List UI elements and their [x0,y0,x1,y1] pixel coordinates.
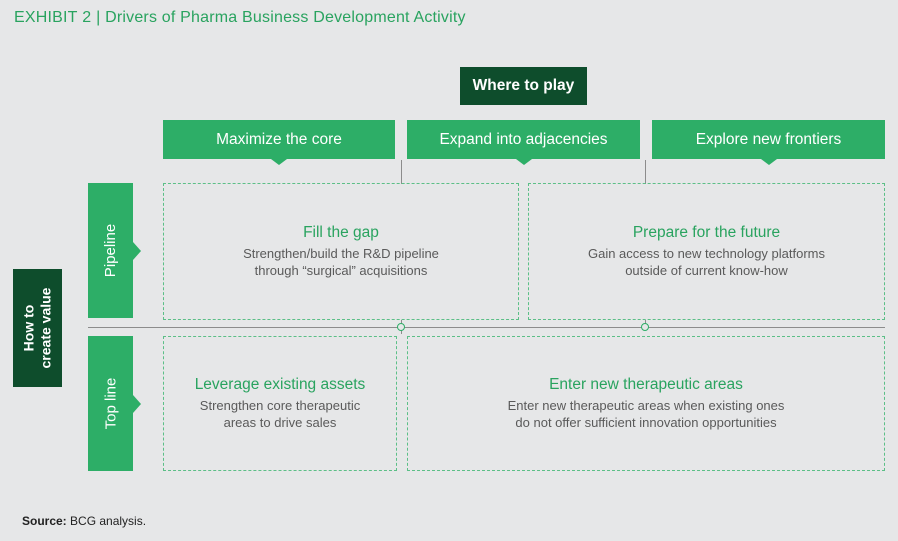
row-header-top-line: Top line [88,336,141,471]
cell-desc-line: Enter new therapeutic areas when existin… [507,398,785,413]
cell-desc-line: through “surgical” acquisitions [254,263,428,278]
column-header-explore-frontiers: Explore new frontiers [652,120,885,165]
exhibit-title: EXHIBIT 2 | Drivers of Pharma Business D… [14,9,466,27]
row-arrow [133,241,141,260]
row-header-label: Pipeline [102,223,119,278]
exhibit-label: XHIBIT [24,9,78,26]
cell-desc-line: outside of current know-how [625,263,788,278]
cell-description: Strengthen core therapeutic areas to dri… [200,397,360,431]
cell-title: Enter new therapeutic areas [549,376,743,393]
exhibit-number: 2 [82,9,92,26]
row-header-pipeline: Pipeline [88,183,141,318]
row-header-label: Top line [102,377,120,430]
column-arrow [515,159,532,165]
column-header-label: Expand into adjacencies [439,130,608,148]
column-arrow [271,159,287,165]
source-label: Source: [22,514,67,528]
how-to-line1: How to [20,304,37,352]
cell-prepare-for-future: Prepare for the future Gain access to ne… [528,183,885,320]
cell-fill-the-gap: Fill the gap Strengthen/build the R&D pi… [163,183,519,320]
cell-desc-line: do not offer sufficient innovation oppor… [515,415,777,430]
cell-desc-line: areas to drive sales [223,415,337,430]
connector-line [645,160,646,184]
column-header-label: Maximize the core [216,130,342,148]
cell-title: Prepare for the future [632,224,781,241]
column-header-expand-adjacencies: Expand into adjacencies [407,120,640,165]
source-text: BCG analysis. [70,514,147,528]
row-arrow [133,394,141,413]
cell-desc-line: Gain access to new technology platforms [587,246,825,261]
where-to-play-box: Where to play [460,67,587,105]
cell-description: Gain access to new technology platforms … [588,245,825,279]
column-header-label: Explore new frontiers [695,130,842,148]
exhibit-heading: Drivers of Pharma Business Development A… [105,9,466,26]
divider-node [397,323,405,331]
cell-desc-line: Strengthen core therapeutic [199,398,361,413]
how-to-create-value-box: How to create value [13,269,62,387]
cell-desc-line: Strengthen/build the R&D pipeline [243,246,439,261]
cell-title: Leverage existing assets [194,376,366,393]
cell-leverage-existing-assets: Leverage existing assets Strengthen core… [163,336,397,471]
cell-enter-new-therapeutic-areas: Enter new therapeutic areas Enter new th… [407,336,885,471]
connector-line [401,160,402,184]
column-arrow [760,159,777,165]
exhibit-label-first: E [14,9,25,26]
cell-description: Strengthen/build the R&D pipeline throug… [243,245,439,279]
how-to-line2: create value [37,287,54,369]
row-divider [88,327,885,328]
divider-node [641,323,649,331]
cell-title: Fill the gap [303,224,379,241]
source-note: Source: BCG analysis. [22,514,146,528]
column-header-maximize-core: Maximize the core [163,120,395,165]
exhibit-separator: | [96,9,101,26]
cell-description: Enter new therapeutic areas when existin… [508,397,785,431]
